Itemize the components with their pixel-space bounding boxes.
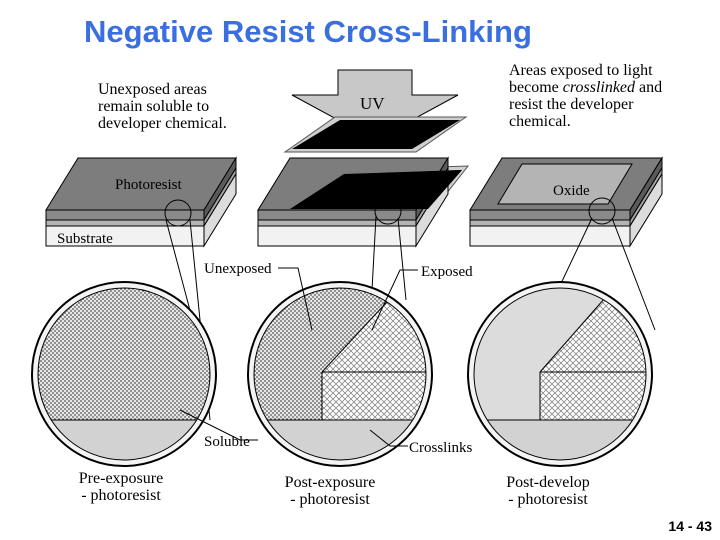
caption-line: - photoresist: [81, 487, 161, 504]
soluble-label: Soluble: [204, 434, 250, 450]
note-line: Unexposed areas: [98, 81, 207, 98]
crosslinks-label: Crosslinks: [409, 440, 473, 456]
exposed-areas-note: Areas exposed to light become crosslinke…: [509, 62, 662, 130]
page-number: 14 - 43: [668, 518, 712, 534]
unexposed-label: Unexposed: [204, 261, 272, 277]
caption-line: Pre-exposure: [78, 470, 164, 487]
photoresist-label: Photoresist: [115, 177, 183, 193]
caption-line: - photoresist: [508, 491, 588, 508]
note-emphasis: crosslinked: [562, 79, 636, 96]
note-text: become: [509, 79, 563, 96]
note-line: chemical.: [509, 113, 571, 130]
label-pointers: [179, 267, 418, 447]
note-line: Areas exposed to light: [509, 62, 653, 79]
zoom-circle-post-develop: [467, 281, 653, 467]
wafer-post-develop: [469, 156, 663, 248]
zoom-circle-post-exposure: [247, 281, 433, 467]
uv-label: UV: [360, 94, 385, 113]
mask-shadow: [290, 170, 462, 209]
upper-mask: [292, 120, 460, 149]
note-line: resist the developer: [509, 96, 634, 113]
caption-post-exposure: Post-exposure - photoresist: [270, 474, 390, 508]
caption-line: - photoresist: [290, 491, 370, 508]
caption-post-develop: Post-develop - photoresist: [488, 474, 608, 508]
wafer-pre-exposure: [45, 156, 237, 248]
unexposed-areas-note: Unexposed areas remain soluble to develo…: [98, 81, 227, 132]
caption-pre-exposure: Pre-exposure - photoresist: [66, 470, 176, 504]
note-line: become crosslinked and: [509, 79, 662, 96]
note-text: and: [635, 79, 663, 96]
slide-title: Negative Resist Cross-Linking: [84, 14, 532, 49]
substrate-label: Substrate: [57, 231, 113, 247]
zoom-circle-pre-exposure: [31, 281, 217, 467]
caption-line: Post-develop: [506, 474, 590, 491]
note-line: developer chemical.: [98, 115, 227, 132]
caption-line: Post-exposure: [284, 474, 376, 491]
oxide-label: Oxide: [553, 183, 590, 199]
note-line: remain soluble to: [98, 98, 210, 115]
exposed-label: Exposed: [421, 264, 473, 280]
